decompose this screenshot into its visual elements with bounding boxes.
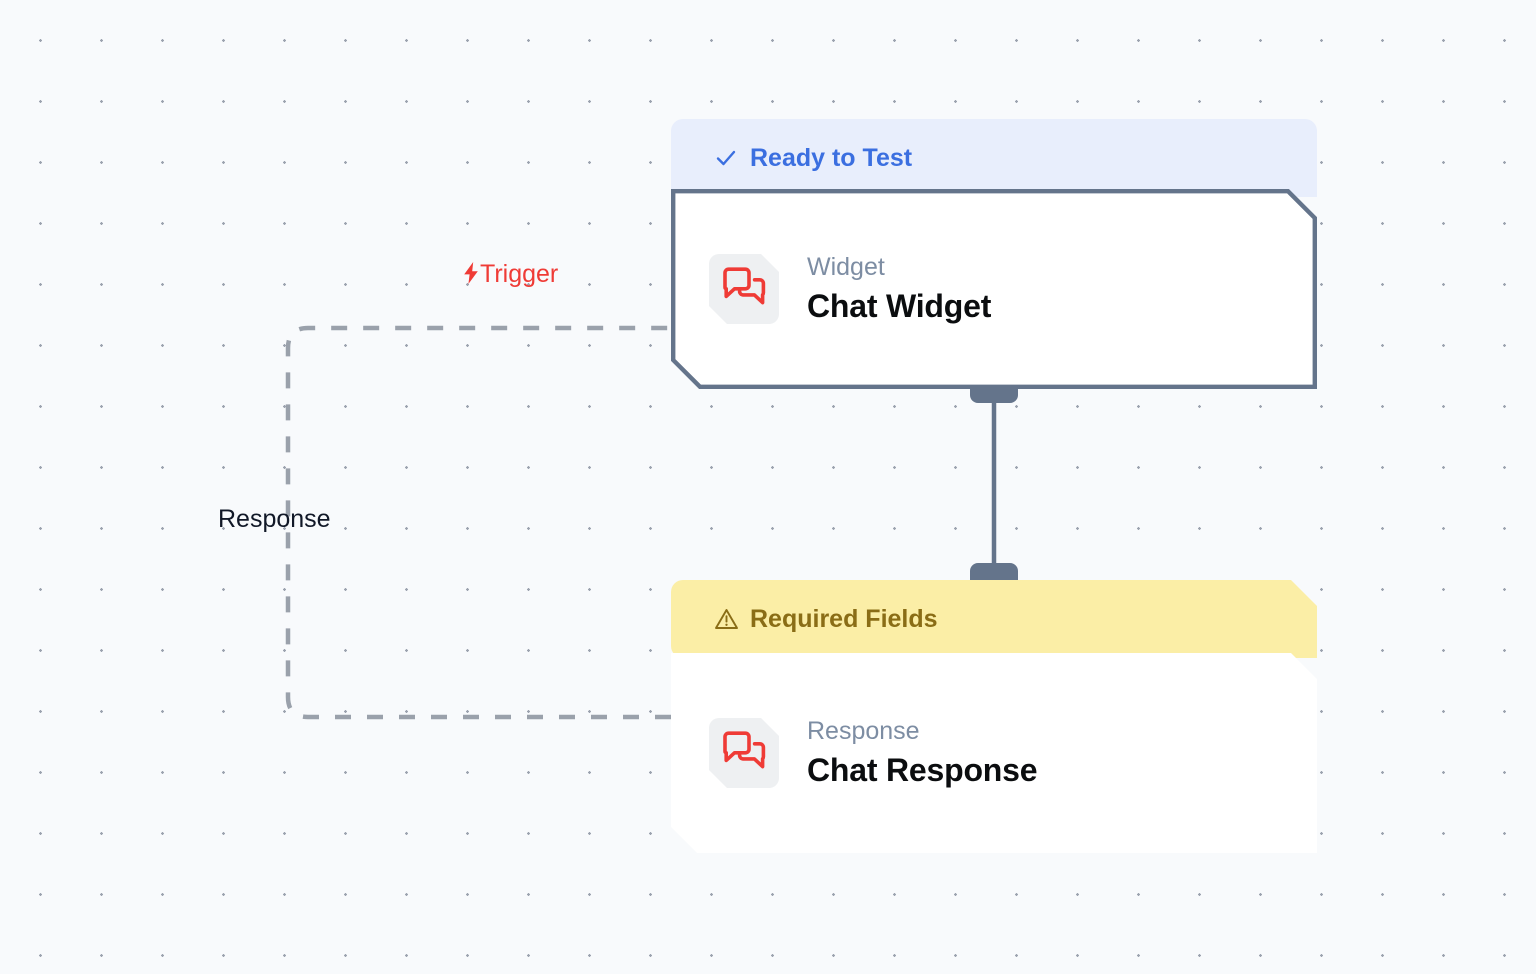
response-input-port[interactable] [970, 563, 1018, 580]
node-header-required-fields[interactable]: Required Fields [671, 580, 1317, 658]
node-body-chat-widget[interactable]: Widget Chat Widget [671, 189, 1317, 389]
node-status-label: Ready to Test [750, 143, 913, 172]
node-chat-widget[interactable]: Ready to Test Widget Chat Widget [671, 119, 1317, 389]
node-title: Chat Widget [807, 288, 992, 325]
chat-bubbles-icon [709, 718, 779, 788]
node-subtitle: Widget [807, 252, 885, 281]
lightning-bolt-icon [462, 261, 479, 288]
node-chat-response[interactable]: Required Fields Response Chat Response [671, 580, 1317, 853]
edge-label-response[interactable]: Response [218, 505, 331, 534]
node-status-label: Required Fields [750, 604, 938, 633]
node-header-ready-to-test[interactable]: Ready to Test [671, 119, 1317, 197]
chat-bubbles-icon [709, 254, 779, 324]
node-body-outline [671, 189, 1317, 389]
edge-label-response-text: Response [218, 505, 331, 533]
warning-triangle-icon [713, 606, 739, 632]
node-title: Chat Response [807, 752, 1038, 789]
trigger-response-dashed-edge [285, 325, 671, 720]
widget-output-port[interactable] [970, 386, 1018, 403]
edge-label-trigger[interactable]: Trigger [462, 260, 558, 289]
check-icon [713, 145, 739, 171]
edge-label-trigger-text: Trigger [480, 260, 559, 288]
node-body-chat-response[interactable]: Response Chat Response [671, 653, 1317, 853]
node-subtitle: Response [807, 716, 920, 745]
